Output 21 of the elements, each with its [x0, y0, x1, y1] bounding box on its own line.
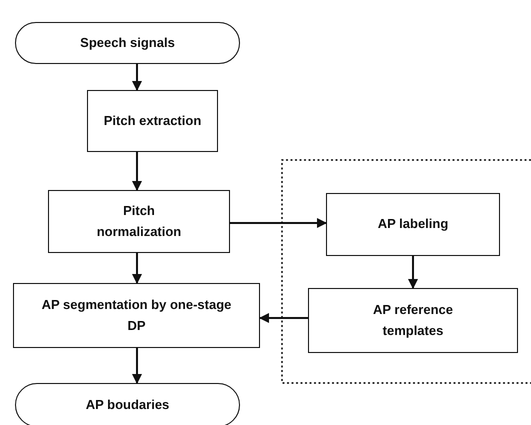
node-label: AP boudaries: [86, 396, 170, 414]
node-label: AP reference templates: [372, 301, 454, 340]
process-box: [326, 193, 500, 256]
terminal-box: [15, 383, 240, 425]
node-label: Speech signals: [80, 34, 175, 52]
node-label: Pitch extraction: [104, 112, 202, 130]
process-box: [308, 288, 518, 353]
node-label: Pitch normalization: [96, 202, 182, 240]
arrow: [132, 64, 142, 91]
process-box: [87, 90, 218, 152]
process-box: [13, 283, 260, 348]
terminal-box: [15, 22, 240, 64]
node-label: AP segmentation by one-stage DP: [42, 296, 232, 334]
arrow: [132, 348, 142, 384]
arrow: [230, 218, 327, 228]
arrow: [259, 313, 308, 323]
node-label: AP labeling: [378, 215, 448, 234]
arrow: [132, 253, 142, 284]
process-box: [48, 190, 230, 253]
arrow: [408, 256, 418, 289]
arrow: [132, 152, 142, 191]
